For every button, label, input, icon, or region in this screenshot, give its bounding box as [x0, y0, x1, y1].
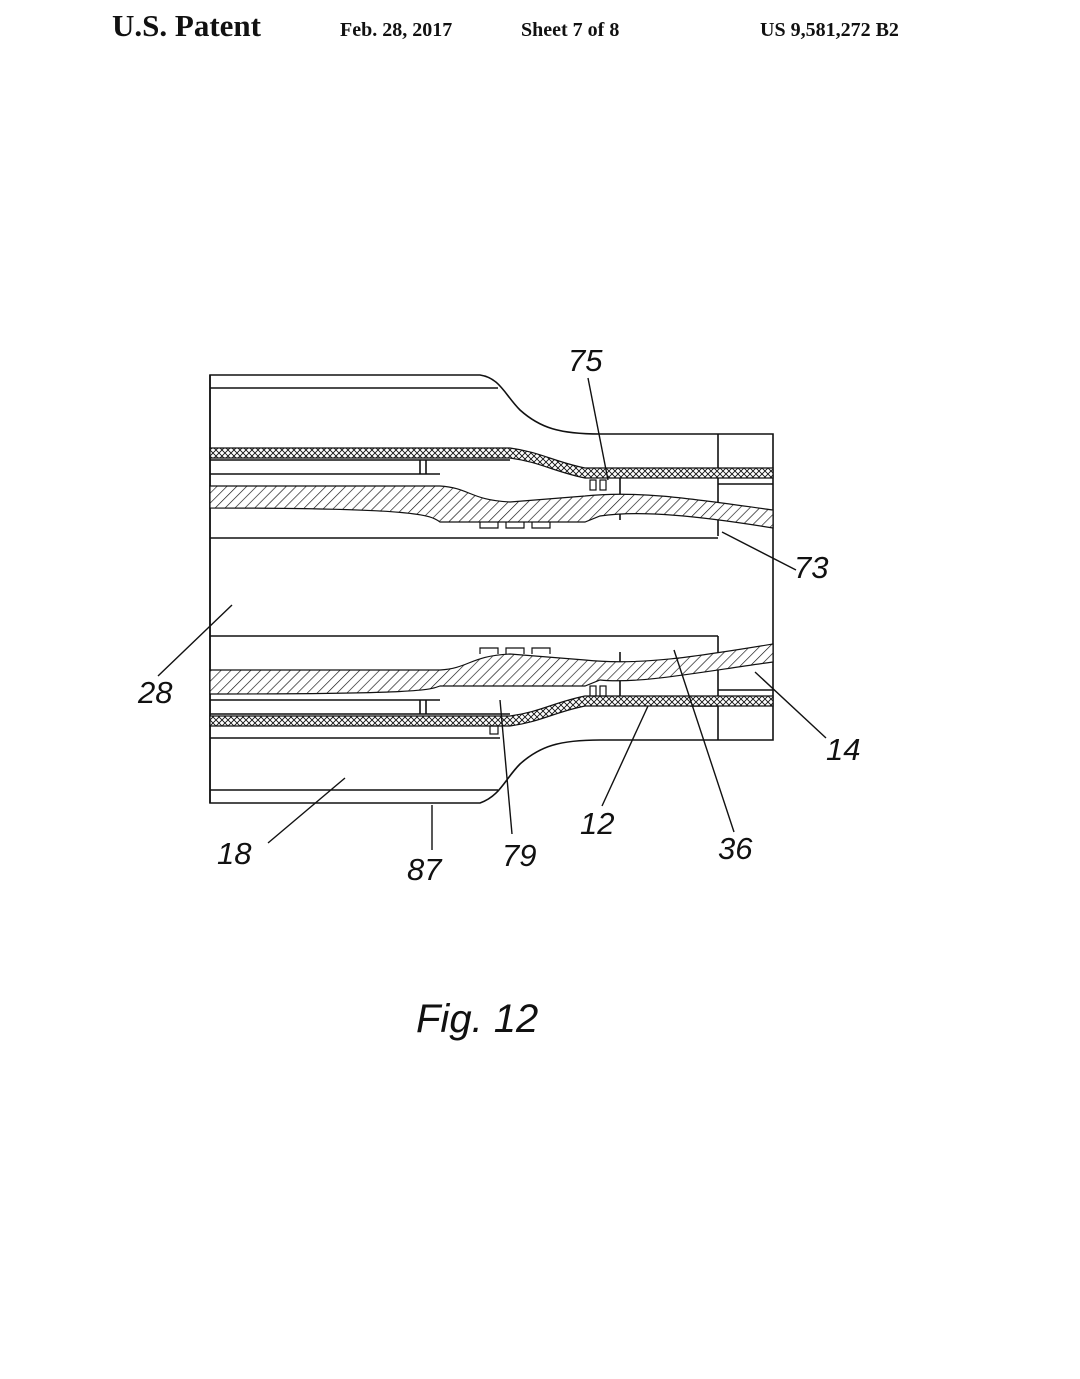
header-sheet: Sheet 7 of 8 — [521, 19, 620, 41]
ref-79: 79 — [502, 838, 536, 873]
wall-teeth — [479, 479, 607, 735]
figure-caption: Fig. 12 — [416, 997, 538, 1041]
device-outline — [209, 374, 774, 804]
ref-36: 36 — [718, 831, 753, 866]
ref-18: 18 — [217, 836, 252, 871]
leader-lines — [157, 377, 827, 850]
header-date: Feb. 28, 2017 — [340, 19, 453, 41]
wall-lower-hatch — [209, 643, 774, 695]
ref-73: 73 — [794, 550, 828, 585]
ref-14: 14 — [826, 732, 860, 767]
ref-28: 28 — [137, 675, 173, 710]
wall-upper-hatch — [209, 485, 774, 529]
ref-87: 87 — [407, 852, 443, 887]
tube-upper-crosshatch — [209, 447, 774, 479]
header-title: U.S. Patent — [112, 8, 261, 43]
tube-lower-crosshatch — [209, 695, 774, 727]
header-patent-number: US 9,581,272 B2 — [760, 19, 899, 41]
ref-75: 75 — [568, 343, 603, 378]
ref-12: 12 — [580, 806, 614, 841]
